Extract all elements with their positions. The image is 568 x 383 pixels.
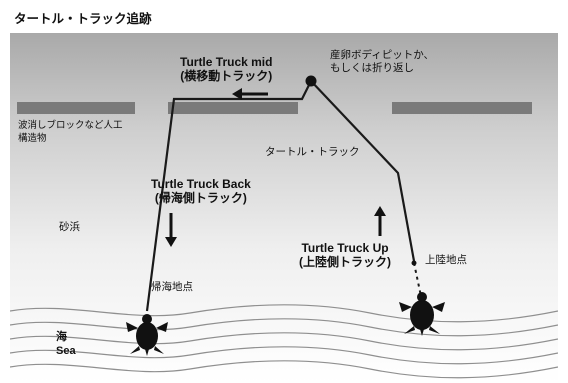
track-back-label: Turtle Truck Back (帰海側トラック): [151, 177, 251, 205]
track-up-label: Turtle Truck Up (上陸側トラック): [299, 241, 391, 269]
nesting-point: [305, 75, 317, 87]
seawall-block-left: [17, 102, 135, 114]
seawall-label: 波消しブロックなど人工 構造物: [18, 119, 123, 145]
track-up-label-en: Turtle Truck Up: [301, 241, 389, 255]
page-title: タートル・トラック追跡: [14, 11, 152, 26]
turtle-icon: [399, 292, 445, 336]
turtle-track-label: タートル・トラック: [265, 146, 360, 158]
turtle-icon: [126, 314, 168, 356]
sea-label-ja: 海: [56, 331, 67, 343]
nesting-label: 産卵ボディピットか、 もしくは折り返し: [330, 49, 434, 75]
arrow-left-icon: [232, 88, 268, 100]
sea-label-en: Sea: [56, 345, 76, 357]
sea-label: 海 Sea: [56, 330, 76, 358]
arrow-down-icon: [165, 213, 177, 247]
track-mid-label-ja: (横移動トラック): [180, 69, 273, 83]
nesting-label-line: もしくは折り返し: [330, 62, 414, 74]
diagram-canvas: [10, 75, 558, 379]
nesting-label-line: 産卵ボディピットか、: [330, 49, 435, 61]
landing-point-label: 上陸地点: [425, 254, 467, 266]
track-mid-label: Turtle Truck mid (横移動トラック): [180, 55, 272, 83]
diagram-panel: 波消しブロックなど人工 構造物 Turtle Truck mid (横移動トラッ…: [10, 33, 558, 383]
landing-point: [411, 260, 417, 266]
track-up-label-ja: (上陸側トラック): [299, 255, 391, 269]
turtle-track-line: [145, 79, 416, 312]
arrow-up-icon: [374, 206, 386, 236]
seawall-label-line: 波消しブロックなど人工: [18, 120, 123, 131]
seawall-block-middle: [168, 102, 298, 114]
sea-waves: [10, 304, 558, 379]
return-point-label: 帰海地点: [151, 281, 193, 293]
seawall-block-right: [392, 102, 532, 114]
track-back-label-en: Turtle Truck Back: [151, 177, 251, 191]
beach-label: 砂浜: [59, 221, 80, 233]
track-mid-label-en: Turtle Truck mid: [180, 55, 273, 69]
track-back-label-ja: (帰海側トラック): [154, 191, 247, 205]
seawall-label-line: 構造物: [18, 133, 47, 144]
